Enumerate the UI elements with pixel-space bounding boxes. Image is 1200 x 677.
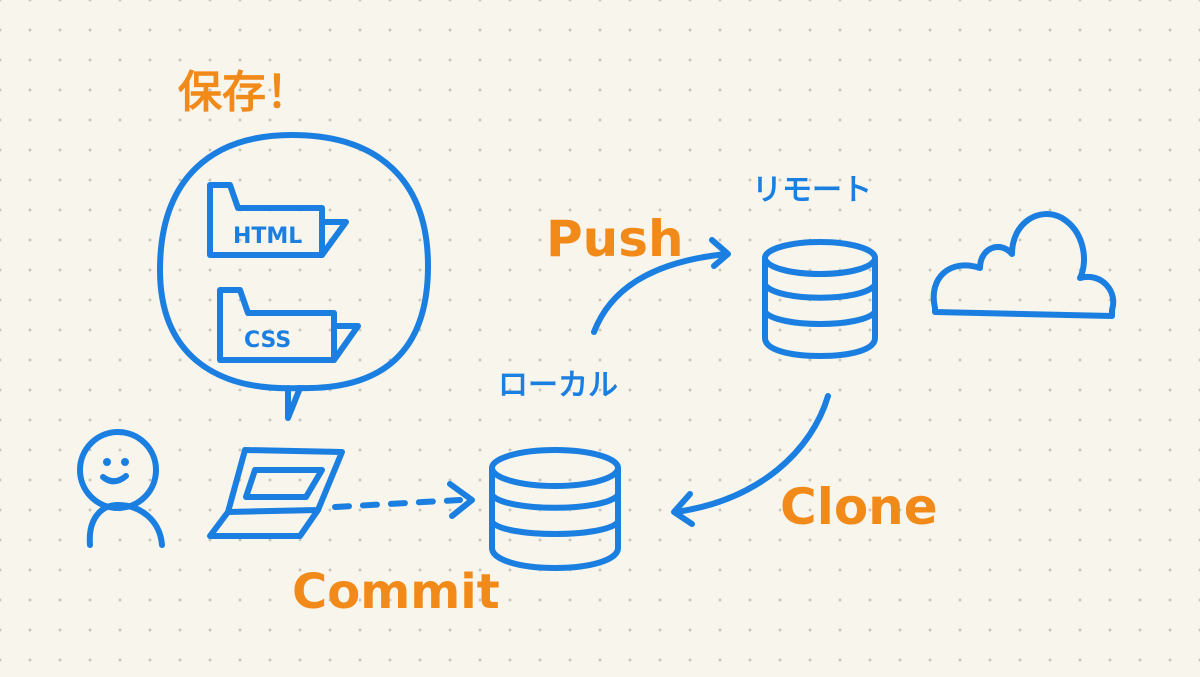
local-database-icon: [489, 447, 621, 571]
commit-arrow-icon: [332, 481, 475, 519]
cloud-icon: [930, 211, 1117, 319]
person-icon: [77, 429, 165, 548]
clone-label: Clone: [780, 478, 938, 536]
save-label: 保存！: [178, 67, 310, 118]
push-label: Push: [546, 210, 684, 268]
css-folder-icon: CSS: [217, 287, 361, 363]
css-label: CSS: [244, 328, 291, 353]
html-folder-icon: HTML: [207, 182, 349, 258]
commit-label: Commit: [292, 564, 500, 620]
local-label: ローカル: [498, 368, 618, 403]
html-label: HTML: [233, 224, 302, 249]
laptop-icon: [207, 447, 345, 539]
remote-database-icon: [762, 239, 878, 359]
push-arrow-icon: [591, 237, 731, 335]
remote-label: リモート: [752, 173, 872, 208]
speech-bubble-icon: [157, 132, 431, 421]
clone-arrow-icon: [671, 393, 831, 527]
